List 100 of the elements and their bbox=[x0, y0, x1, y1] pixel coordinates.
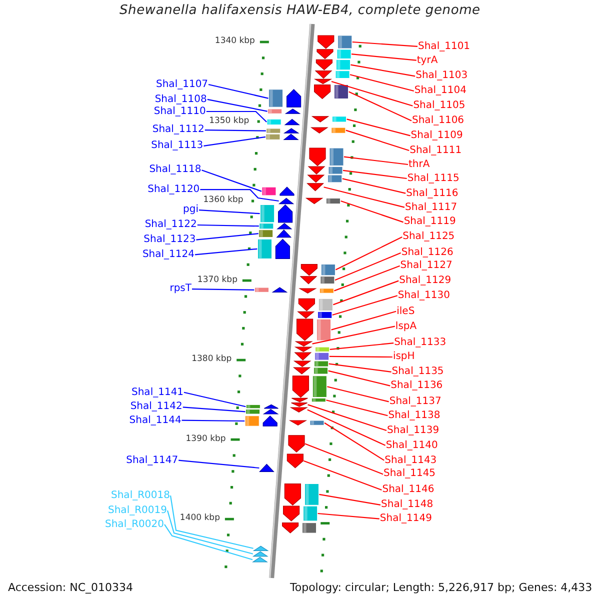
gene-label: Shal_1133 bbox=[394, 337, 446, 349]
gene-feature bbox=[297, 311, 332, 319]
gene-feature bbox=[290, 407, 308, 412]
leader-line bbox=[207, 98, 268, 112]
gene-label: Shal_1143 bbox=[384, 454, 437, 466]
leader-line bbox=[332, 295, 398, 316]
gene-label: Shal_1139 bbox=[387, 424, 440, 436]
gene-label: Shal_1107 bbox=[156, 78, 208, 90]
gene-feature bbox=[268, 88, 302, 108]
gene-label: Shal_R0020 bbox=[105, 518, 164, 530]
scale-label: 1400 kbp bbox=[180, 514, 220, 524]
gene-label: thrA bbox=[408, 158, 430, 170]
gene-feature bbox=[260, 204, 293, 223]
gene-label: Shal_1110 bbox=[154, 106, 206, 118]
gene-label: Shal_1116 bbox=[406, 188, 458, 200]
gene-label: Shal_R0019 bbox=[108, 504, 167, 516]
gene-label: Shal_1115 bbox=[407, 172, 460, 184]
gene-feature bbox=[282, 522, 317, 534]
gene-feature bbox=[259, 464, 274, 472]
gene-label: Shal_1129 bbox=[399, 275, 452, 286]
scale-label: 1350 kbp bbox=[209, 116, 250, 126]
leader-line bbox=[182, 420, 245, 422]
gene-feature bbox=[268, 108, 301, 114]
gene-feature bbox=[318, 35, 352, 49]
leader-line bbox=[324, 186, 405, 208]
gene-feature bbox=[254, 287, 288, 292]
gene-label: Shal_1137 bbox=[389, 396, 442, 408]
gene-feature bbox=[258, 229, 292, 238]
leader-line bbox=[198, 210, 260, 214]
leader-line bbox=[350, 74, 414, 92]
gene-feature bbox=[308, 166, 343, 175]
gene-feature bbox=[293, 360, 329, 367]
gene-label: Shal_1104 bbox=[414, 85, 466, 97]
gene-label: Shal_1130 bbox=[398, 290, 450, 302]
gene-feature bbox=[288, 435, 305, 452]
gene-label: ileS bbox=[396, 306, 415, 318]
leader-line bbox=[164, 524, 253, 560]
gene-feature bbox=[294, 346, 330, 352]
leader-line bbox=[346, 118, 410, 136]
leader-line bbox=[326, 400, 388, 416]
gene-label: Shal_1126 bbox=[401, 247, 454, 259]
gene-feature bbox=[316, 59, 350, 70]
gene-label: Shal_1124 bbox=[142, 248, 194, 260]
leader-line bbox=[308, 404, 387, 432]
gene-feature bbox=[246, 409, 279, 414]
gene-label: Shal_1106 bbox=[412, 115, 464, 127]
gene-label: Shal_1117 bbox=[405, 202, 458, 214]
scale-label: 1370 kbp bbox=[197, 276, 238, 286]
scale-label: 1390 kbp bbox=[186, 434, 226, 444]
gene-feature bbox=[311, 116, 346, 122]
leader-line bbox=[328, 370, 390, 386]
gene-feature bbox=[291, 398, 326, 402]
leader-line bbox=[330, 342, 394, 350]
gene-feature bbox=[259, 223, 292, 230]
leader-line bbox=[319, 494, 381, 506]
leader-line bbox=[166, 510, 254, 554]
leader-line bbox=[344, 156, 408, 166]
gene-feature bbox=[286, 454, 304, 468]
leader-line bbox=[206, 110, 267, 122]
gene-label: Shal_1146 bbox=[382, 484, 434, 496]
gene-feature bbox=[298, 298, 333, 312]
gene-feature bbox=[244, 415, 278, 426]
gene-feature bbox=[305, 198, 340, 204]
leader-line bbox=[334, 265, 400, 292]
leader-line bbox=[200, 189, 279, 202]
leader-line bbox=[328, 363, 392, 372]
gene-feature bbox=[314, 84, 349, 100]
gene-label: Shal_1138 bbox=[388, 410, 440, 422]
gene-feature bbox=[258, 238, 290, 259]
gene-feature bbox=[252, 556, 268, 562]
gene-label: Shal_R0018 bbox=[111, 490, 170, 502]
gene-feature bbox=[246, 404, 278, 409]
leader-line bbox=[329, 356, 392, 358]
gene-label: Shal_1119 bbox=[404, 216, 456, 228]
gene-label: Shal_1141 bbox=[132, 386, 184, 398]
gene-label: Shal_1112 bbox=[152, 124, 204, 136]
scale-label: 1380 kbp bbox=[192, 355, 232, 365]
gene-label: rpsT bbox=[170, 283, 192, 295]
gene-feature bbox=[296, 318, 332, 341]
gene-label: Shal_1149 bbox=[380, 513, 432, 525]
leader-line bbox=[331, 310, 396, 330]
gene-feature bbox=[310, 127, 346, 134]
gene-label: Shal_1147 bbox=[126, 454, 178, 466]
scale-label: 1340 kbp bbox=[214, 37, 255, 47]
gene-label: ispH bbox=[392, 351, 415, 363]
gene-feature bbox=[316, 49, 352, 60]
gene-label: Shal_1108 bbox=[154, 94, 207, 106]
leader-line bbox=[304, 460, 382, 491]
leader-line bbox=[307, 409, 386, 446]
gene-feature bbox=[262, 186, 294, 196]
gene-feature bbox=[294, 352, 330, 361]
gene-feature bbox=[252, 551, 268, 557]
genome-stats-text: Topology: circular; Length: 5,226,917 bp; Genes: 4,433 bbox=[290, 582, 592, 595]
gene-label: Shal_1109 bbox=[410, 130, 463, 142]
leader-line bbox=[340, 200, 404, 223]
leader-line bbox=[170, 496, 254, 549]
leader-line bbox=[334, 252, 401, 281]
leader-line bbox=[348, 91, 412, 122]
leader-line bbox=[324, 422, 384, 461]
gene-feature bbox=[288, 420, 324, 426]
